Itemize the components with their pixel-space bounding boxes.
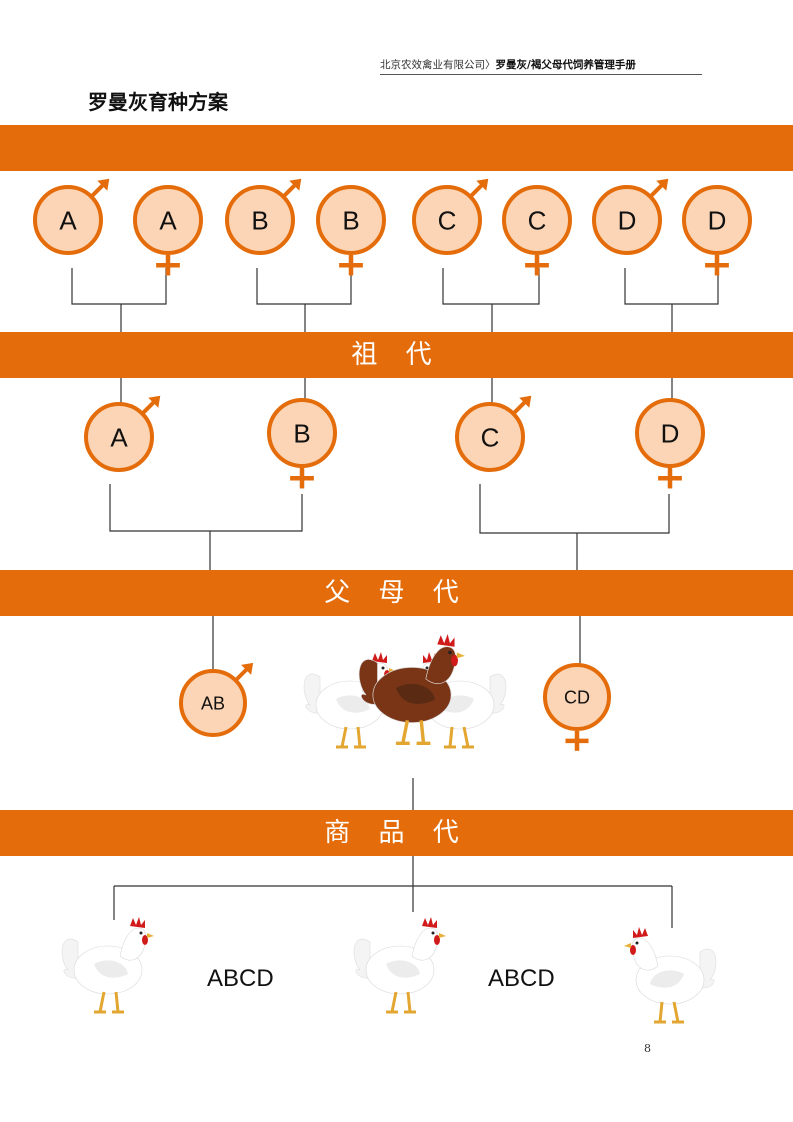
ggp-node-2: A: [133, 185, 203, 276]
gp-node-3-label: C: [481, 422, 500, 452]
parent-rooster-brown-icon: [358, 634, 465, 746]
ggp-node-4-circle: [316, 185, 386, 255]
gp-node-2: B: [267, 398, 337, 489]
connector-pair-d: [624, 268, 719, 332]
female-symbol-icon: [156, 255, 180, 276]
commercial-label-1: ABCD: [207, 965, 274, 992]
ggp-node-6-label: C: [528, 205, 547, 235]
band-parent-label: 父 母 代: [324, 578, 469, 608]
band-grandparent-label: 祖 代: [351, 340, 442, 370]
parent-node-2: CD: [543, 663, 611, 751]
ggp-node-5-circle: [412, 185, 482, 255]
parent-node-1: AB: [179, 662, 254, 737]
band-grandparent: 祖 代: [0, 332, 793, 378]
ggp-node-7-circle: [592, 185, 662, 255]
female-symbol-icon: [658, 468, 682, 489]
ggp-node-3-circle: [225, 185, 295, 255]
male-symbol-icon: [648, 178, 669, 199]
ggp-node-2-label: A: [159, 205, 177, 235]
ggp-node-5-label: C: [438, 205, 457, 235]
ggp-node-3-label: B: [251, 205, 268, 235]
gp-node-4-label: D: [661, 418, 680, 448]
page-title: 罗曼灰育种方案: [88, 90, 228, 114]
ggp-node-4: B: [316, 185, 386, 276]
running-header: 北京农效禽业有限公司〉罗曼灰/褐父母代饲养管理手册: [380, 57, 636, 72]
gp-node-4: D: [635, 398, 705, 489]
connector-pair-a: [71, 268, 167, 332]
connector-commercial: [113, 856, 673, 928]
ggp-node-6-circle: [502, 185, 572, 255]
male-symbol-icon: [511, 395, 532, 416]
male-symbol-icon: [233, 662, 254, 683]
connector-pair-b: [256, 268, 352, 332]
commercial-hen-2-icon: [353, 917, 446, 1014]
parent-node-1-label: AB: [201, 693, 225, 713]
gp-node-2-circle: [267, 398, 337, 468]
connector-gp-pair-cd: [479, 484, 670, 570]
ggp-node-4-label: B: [342, 205, 359, 235]
ggp-node-2-circle: [133, 185, 203, 255]
gp-node-2-label: B: [293, 418, 310, 448]
connector-pair-c: [442, 268, 540, 332]
band-top: [0, 125, 793, 171]
gp-node-1-circle: [84, 402, 154, 472]
page-number: 8: [644, 1042, 651, 1055]
female-symbol-icon: [565, 731, 589, 751]
chickens-group: [61, 634, 717, 1024]
gp-node-3: C: [455, 395, 532, 472]
ggp-node-8: D: [682, 185, 752, 276]
male-symbol-icon: [140, 395, 161, 416]
ggp-node-3: B: [225, 178, 302, 255]
band-commercial: 商 品 代: [0, 810, 793, 856]
female-symbol-icon: [339, 255, 363, 276]
gp-node-1-label: A: [110, 422, 128, 452]
connector-gp-pair-ab: [109, 484, 303, 570]
commercial-label-2: ABCD: [488, 965, 555, 992]
band-commercial-label: 商 品 代: [324, 818, 469, 848]
commercial-hen-3-icon: [624, 927, 717, 1024]
ggp-node-1-label: A: [59, 205, 77, 235]
ggp-node-1-circle: [33, 185, 103, 255]
female-symbol-icon: [705, 255, 729, 276]
male-symbol-icon: [89, 178, 110, 199]
ggp-node-7-label: D: [618, 205, 637, 235]
commercial-hen-1-icon: [61, 917, 154, 1014]
gp-node-1: A: [84, 395, 161, 472]
header-manual-title: 罗曼灰/褐父母代饲养管理手册: [495, 59, 636, 71]
gp-node-3-circle: [455, 402, 525, 472]
gp-node-4-circle: [635, 398, 705, 468]
parent-node-1-circle: [179, 669, 247, 737]
ggp-node-1: A: [33, 178, 110, 255]
female-symbol-icon: [525, 255, 549, 276]
male-symbol-icon: [281, 178, 302, 199]
female-symbol-icon: [290, 468, 314, 489]
ggp-node-6: C: [502, 185, 572, 276]
parent-node-2-circle: [543, 663, 611, 731]
ggp-node-8-circle: [682, 185, 752, 255]
ggp-node-8-label: D: [708, 205, 727, 235]
parent-node-2-label: CD: [564, 687, 590, 707]
male-symbol-icon: [468, 178, 489, 199]
ggp-node-7: D: [592, 178, 669, 255]
header-company: 北京农效禽业有限公司〉: [380, 59, 496, 71]
connector-lines: [71, 268, 719, 928]
header-rule: [380, 74, 702, 75]
ggp-node-5: C: [412, 178, 489, 255]
band-parent: 父 母 代: [0, 570, 793, 616]
